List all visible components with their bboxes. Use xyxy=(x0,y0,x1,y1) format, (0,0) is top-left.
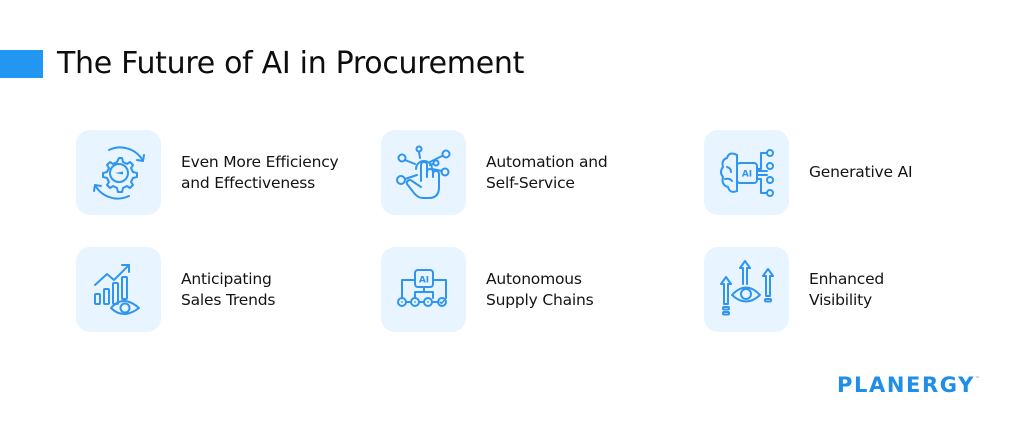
feature-card-automation: Automation and Self-Service xyxy=(381,130,608,215)
feature-label-line1: Even More Efficiency xyxy=(181,152,339,171)
feature-card-sales-trends: Anticipating Sales Trends xyxy=(76,247,275,332)
feature-card-supply-chains: AI Autonomous Supply Chains xyxy=(381,247,594,332)
feature-label-line2: and Effectiveness xyxy=(181,173,316,192)
feature-label-line2: Sales Trends xyxy=(181,290,276,309)
planergy-logo: PLANERGY™ xyxy=(837,373,980,397)
svg-text:AI: AI xyxy=(418,275,428,285)
feature-label: Anticipating Sales Trends xyxy=(181,269,275,311)
feature-label-line1: Generative AI xyxy=(809,163,913,181)
eye-arrows-icon xyxy=(719,259,774,315)
page-title: The Future of AI in Procurement xyxy=(57,46,525,81)
feature-label: Generative AI xyxy=(809,162,913,183)
icon-tile xyxy=(381,130,466,215)
icon-tile xyxy=(76,247,161,332)
feature-label: Enhanced Visibility xyxy=(809,269,884,311)
feature-card-visibility: Enhanced Visibility xyxy=(704,247,884,332)
icon-tile: AI xyxy=(381,247,466,332)
feature-label-line1: Autonomous xyxy=(486,269,582,288)
logo-text: PLANERGY xyxy=(837,373,975,397)
gear-cycle-icon xyxy=(92,145,145,200)
icon-tile xyxy=(76,130,161,215)
feature-label: Even More Efficiency and Effectiveness xyxy=(181,152,339,194)
chart-eye-icon xyxy=(93,263,140,315)
ai-hierarchy-icon: AI xyxy=(396,268,447,307)
feature-card-efficiency: Even More Efficiency and Effectiveness xyxy=(76,130,339,215)
svg-text:AI: AI xyxy=(741,169,751,179)
feature-label-line2: Self-Service xyxy=(486,173,575,192)
feature-card-generative-ai: AI Generative AI xyxy=(704,130,913,215)
feature-label-line1: Automation and xyxy=(486,152,608,171)
ai-brain-circuit-icon: AI xyxy=(719,148,774,197)
feature-label-line2: Visibility xyxy=(809,290,872,309)
feature-label-line1: Enhanced xyxy=(809,269,885,288)
feature-label: Autonomous Supply Chains xyxy=(486,269,594,311)
icon-tile: AI xyxy=(704,130,789,215)
feature-label-line1: Anticipating xyxy=(181,269,272,288)
title-accent-block xyxy=(0,50,43,78)
trademark-mark: ™ xyxy=(974,376,980,382)
icon-tile xyxy=(704,247,789,332)
touch-network-icon xyxy=(395,145,450,199)
feature-label: Automation and Self-Service xyxy=(486,152,608,194)
feature-label-line2: Supply Chains xyxy=(486,290,594,309)
